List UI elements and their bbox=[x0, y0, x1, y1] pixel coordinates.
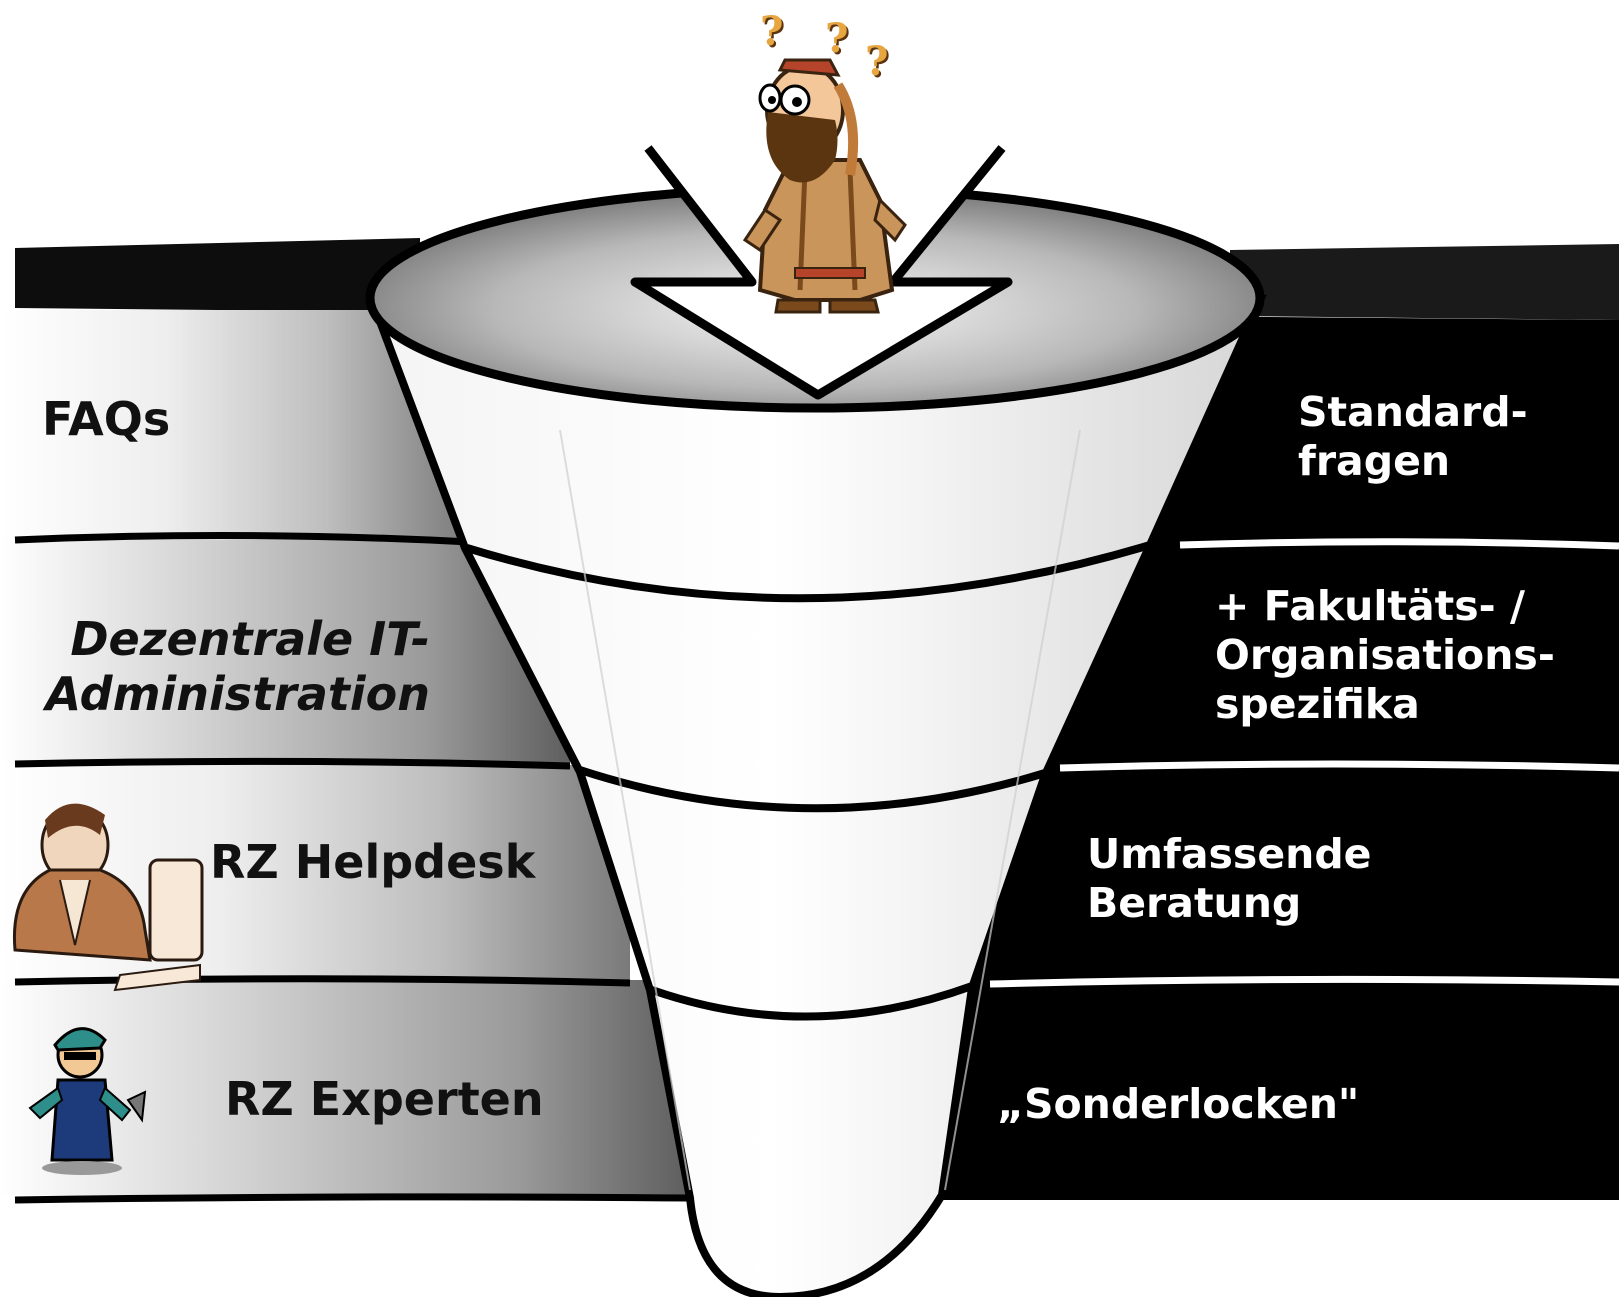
label-faqs: FAQs bbox=[42, 392, 171, 446]
label-dezentrale-it: Dezentrale IT- Administration bbox=[45, 612, 430, 722]
question-mark-3: ? bbox=[865, 38, 889, 85]
label-rz-helpdesk: RZ Helpdesk bbox=[210, 835, 536, 889]
top-dark-strip bbox=[15, 238, 1619, 320]
question-mark-2: ? bbox=[825, 15, 849, 62]
label-umfassende-beratung: Umfassende Beratung bbox=[1087, 830, 1372, 928]
mechanic-expert-icon bbox=[28, 1027, 147, 1175]
confused-person-icon bbox=[742, 58, 907, 314]
label-sonderlocken: „Sonderlocken" bbox=[997, 1080, 1360, 1128]
funnel-rings bbox=[465, 541, 1152, 1021]
label-fakultaets-spezifika: + Fakultäts- / Organisations- spezifika bbox=[1215, 582, 1555, 729]
funnel bbox=[365, 183, 1267, 1297]
helpdesk-worker-icon bbox=[12, 803, 204, 992]
question-mark-1: ? bbox=[760, 8, 784, 55]
label-standardfragen: Standard- fragen bbox=[1298, 388, 1528, 486]
right-bands bbox=[940, 316, 1619, 1200]
label-rz-experten: RZ Experten bbox=[225, 1072, 544, 1126]
